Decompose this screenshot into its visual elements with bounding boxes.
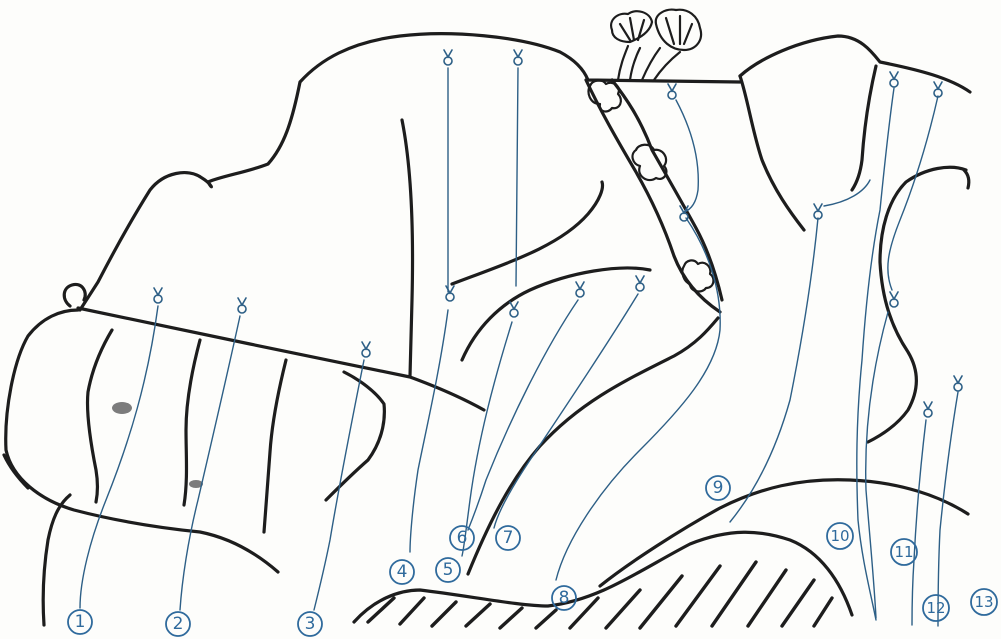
leader-5a [516, 68, 518, 286]
inner-curve-a [452, 182, 602, 284]
label-13-text: 13 [974, 593, 993, 611]
hook-node-icon [510, 302, 518, 317]
right-mass-curve-a [868, 167, 966, 442]
hook-node-icon [934, 82, 942, 97]
leader-13 [938, 392, 958, 626]
hook-node-icon [154, 288, 162, 303]
label-7: 7 [496, 526, 520, 550]
label-4-text: 4 [397, 562, 408, 582]
hook-node-icon [576, 282, 584, 297]
hook-node-icon [668, 84, 676, 99]
label-12-text: 12 [926, 599, 945, 617]
label-10-text: 10 [830, 527, 849, 545]
label-10: 10 [827, 523, 853, 549]
label-3: 3 [298, 612, 322, 636]
hook-node-icon [890, 292, 898, 307]
leader-9 [730, 218, 818, 522]
label-2-text: 2 [173, 614, 184, 634]
striation-1 [87, 330, 112, 502]
striation-4 [326, 372, 384, 500]
leader-10 [857, 88, 894, 620]
spot-1 [112, 402, 132, 414]
leader-12 [912, 420, 926, 625]
hook-node-icon [238, 298, 246, 313]
label-11: 11 [891, 539, 917, 565]
leader-right-tail [824, 180, 870, 206]
hook-node-icon [814, 204, 822, 219]
hook-node-icon [514, 50, 522, 65]
label-12: 12 [923, 595, 949, 621]
label-6-text: 6 [457, 528, 468, 548]
cut-line-upper [78, 308, 484, 410]
leader-1 [80, 306, 158, 608]
hook-nodes [154, 50, 962, 417]
leader-4b [410, 310, 448, 552]
leader-6 [468, 300, 578, 530]
lower-curve-inner [354, 532, 852, 622]
hook-node-icon [636, 276, 644, 291]
right-mass-left-edge [740, 76, 804, 230]
hook-node-icon [954, 376, 962, 391]
left-mass-outline [6, 310, 278, 572]
hook-node-icon [446, 286, 454, 301]
striation-3 [264, 360, 286, 532]
label-5-text: 5 [443, 560, 454, 580]
label-13: 13 [971, 589, 997, 615]
label-9-text: 9 [713, 478, 724, 498]
label-8: 8 [552, 586, 576, 610]
left-mass-lower-curve [43, 495, 70, 625]
hook-node-icon [890, 72, 898, 87]
label-9: 9 [706, 476, 730, 500]
inner-curve-b [462, 268, 650, 360]
inner-vertical-line [402, 120, 413, 376]
leader-11b [866, 312, 888, 618]
hook-node-icon [362, 342, 370, 357]
hook-node-icon [444, 50, 452, 65]
label-8-text: 8 [559, 588, 570, 608]
mushroom-cluster-icon [611, 10, 701, 80]
outline-drawing [4, 10, 970, 628]
leader-5b [462, 322, 512, 556]
label-2: 2 [166, 612, 190, 636]
label-7-text: 7 [503, 528, 514, 548]
hatched-block [368, 562, 832, 628]
band-bump-3 [682, 260, 713, 291]
band-left-edge [586, 80, 720, 312]
label-6: 6 [450, 526, 474, 550]
right-mass-curve-b [964, 170, 969, 188]
hook-node-icon [924, 402, 932, 417]
label-3-text: 3 [305, 614, 316, 634]
label-5: 5 [436, 558, 460, 582]
label-1: 1 [68, 610, 92, 634]
right-mass-vertical [852, 66, 876, 190]
knob [64, 284, 85, 306]
label-11-text: 11 [894, 543, 913, 561]
leader-2 [180, 316, 240, 610]
label-1-text: 1 [75, 612, 86, 632]
label-4: 4 [390, 560, 414, 584]
